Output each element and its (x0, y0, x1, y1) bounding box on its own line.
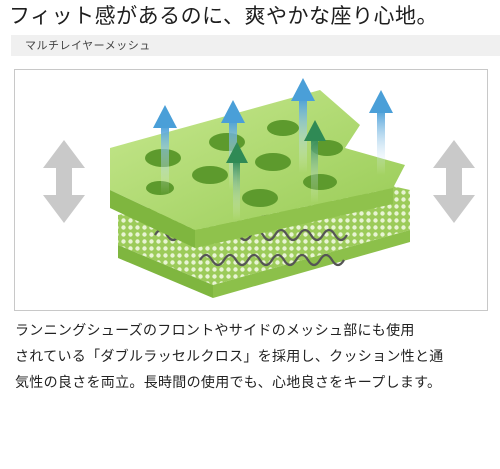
mesh-illustration (14, 69, 488, 311)
description-line: 気性の良さを両立。長時間の使用でも、心地良さをキープします。 (15, 375, 442, 391)
mesh-diagram (43, 78, 475, 298)
description: ランニングシューズのフロントやサイドのメッシュ部にも使用 されている「ダブルラッ… (15, 318, 500, 396)
section-label-bar: マルチレイヤーメッシュ (11, 35, 500, 56)
section-label: マルチレイヤーメッシュ (25, 39, 151, 52)
double-arrow-vertical-icon (43, 140, 85, 223)
double-arrow-vertical-icon (433, 140, 475, 223)
description-line: されている「ダブルラッセルクロス」を採用し、クッション性と通 (15, 349, 444, 365)
airflow-arrows (153, 78, 393, 220)
description-line: ランニングシューズのフロントやサイドのメッシュ部にも使用 (15, 323, 415, 339)
top-cushion-layer (110, 90, 405, 248)
headline: フィット感があるのに、爽やかな座り心地。 (9, 4, 438, 28)
